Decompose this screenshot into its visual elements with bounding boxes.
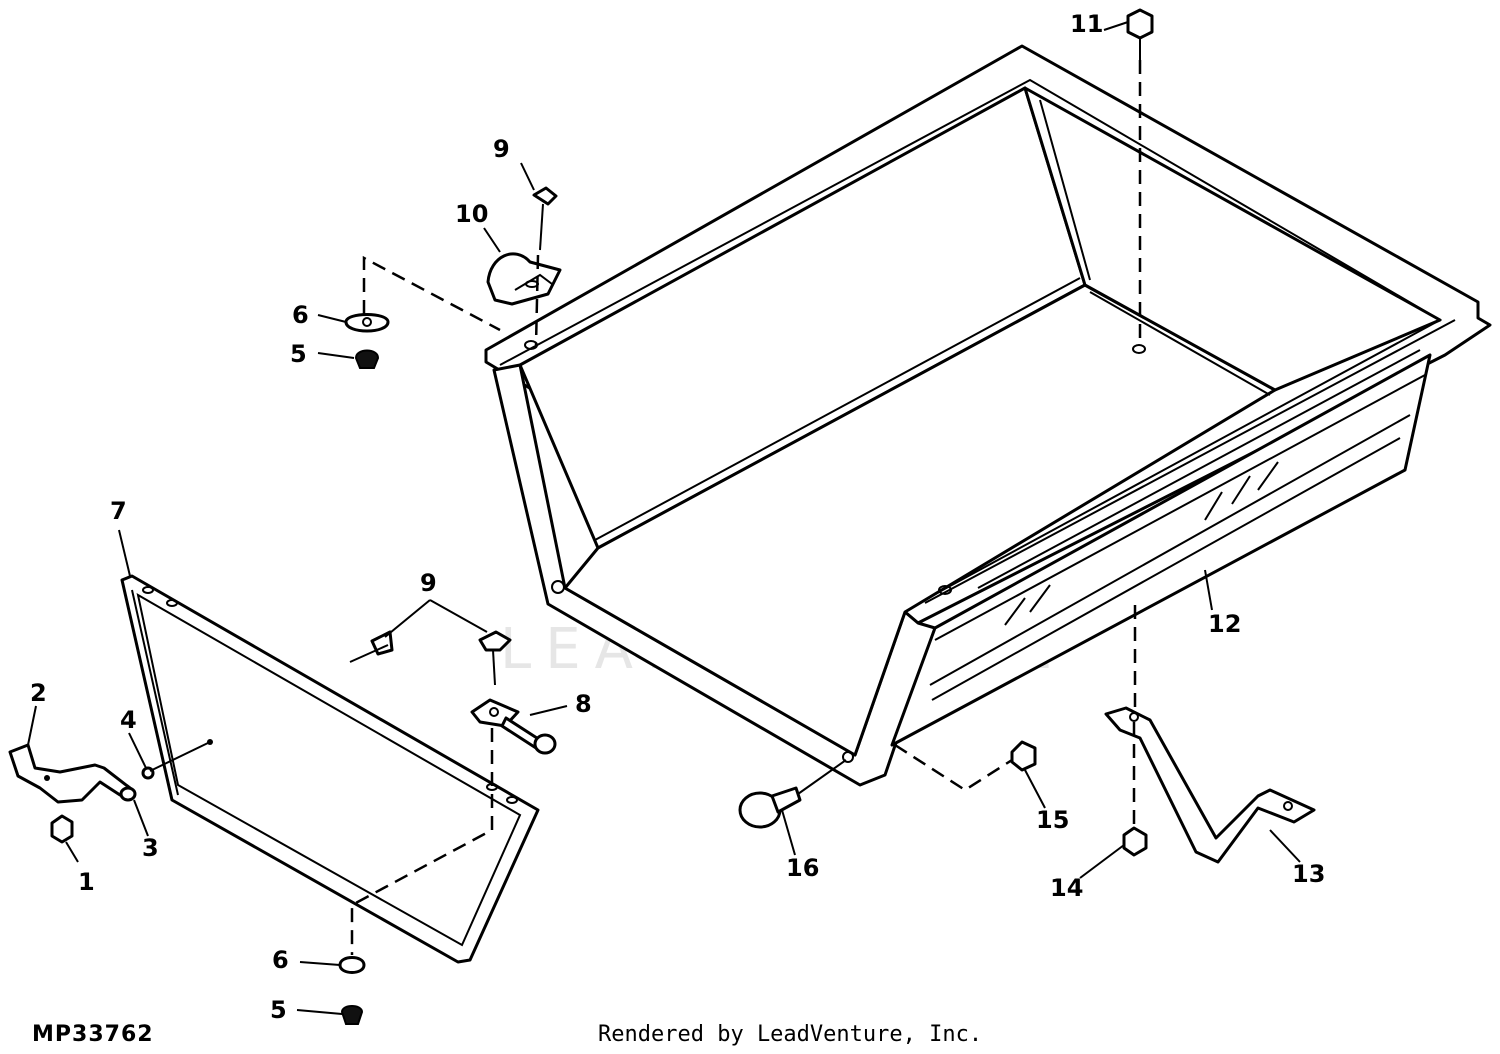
callout-7: 7	[110, 497, 127, 525]
callout-3: 3	[142, 834, 159, 862]
latch-catch-part	[486, 252, 562, 306]
figure-code: MP33762	[32, 1022, 154, 1047]
callouts: 11 9 10 6 5 12 7 9 8 2 4 3 1 6 5 16 15 1…	[30, 10, 1325, 1024]
bolt-9-lower	[349, 630, 512, 686]
mount-bracket-13	[1104, 706, 1316, 864]
bolt-11	[1126, 8, 1154, 60]
screw-line	[149, 741, 211, 772]
callout-13: 13	[1292, 860, 1325, 888]
callout-2: 2	[30, 679, 47, 707]
callout-5-lower: 5	[270, 996, 287, 1024]
bolt-16	[738, 759, 847, 829]
flange-nut-6-upper	[344, 313, 390, 333]
callout-1: 1	[78, 868, 95, 896]
callout-9-lower: 9	[420, 569, 437, 597]
callout-15: 15	[1036, 806, 1069, 834]
callout-12: 12	[1208, 610, 1241, 638]
latch-bracket-part	[8, 743, 132, 804]
callout-9-upper: 9	[493, 135, 510, 163]
callout-8: 8	[575, 690, 592, 718]
leader-lines	[27, 21, 1301, 1015]
callout-4: 4	[120, 706, 137, 734]
nut-14	[1122, 826, 1148, 857]
callout-11: 11	[1070, 10, 1103, 38]
washer-3	[119, 786, 137, 802]
callout-10: 10	[455, 200, 488, 228]
callout-14: 14	[1050, 874, 1083, 902]
cap-5-lower	[340, 1005, 364, 1025]
callout-5-upper: 5	[290, 340, 307, 368]
callout-6-lower: 6	[272, 946, 289, 974]
side-frame-part	[120, 574, 540, 964]
bolt-9-upper	[532, 186, 558, 251]
assembly-lines	[350, 60, 1142, 955]
latch-pin-part	[470, 698, 557, 755]
nut-15	[1010, 740, 1037, 772]
cap-5-upper	[354, 349, 380, 369]
flange-nut-6-lower	[338, 956, 366, 974]
callout-6-upper: 6	[292, 301, 309, 329]
render-credit: Rendered by LeadVenture, Inc.	[598, 1022, 983, 1047]
cart-box-part	[484, 44, 1492, 787]
nut-1	[50, 814, 74, 844]
callout-16: 16	[786, 854, 819, 882]
